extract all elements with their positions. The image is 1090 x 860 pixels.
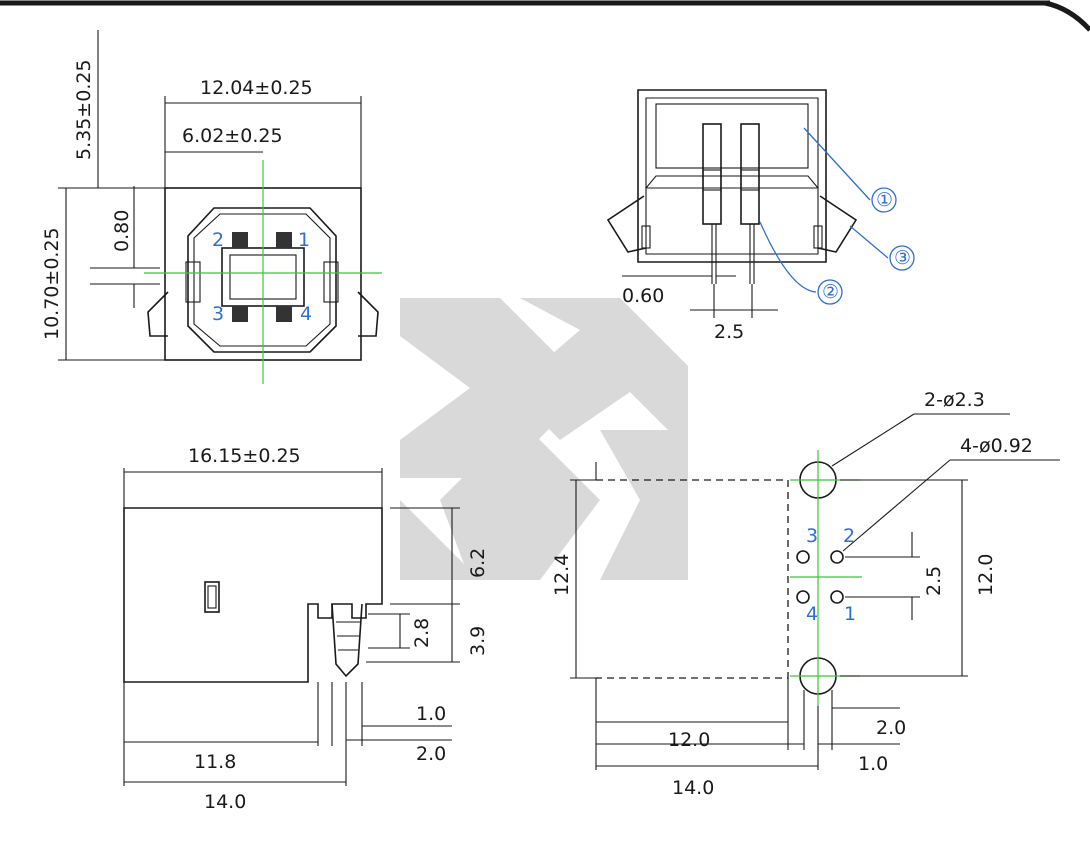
side-body (123, 507, 383, 683)
dim-side-total-depth: 14.0 (204, 791, 246, 813)
top-housing (637, 89, 827, 263)
watermark-logo (400, 298, 688, 580)
front-port-inner (193, 213, 331, 347)
pin-hole-1 (830, 590, 844, 604)
dim-side-peg-height: 2.8 (411, 618, 433, 648)
front-contact-2 (232, 232, 248, 248)
front-latch-left (185, 261, 201, 303)
dim-front-width: 12.04±0.25 (200, 77, 313, 99)
top-window (655, 103, 809, 169)
callout-3: ③ (894, 247, 911, 269)
footprint-pin-label: 4 (806, 603, 818, 625)
dim-side-length: 16.15±0.25 (188, 445, 301, 467)
dim-side-peg-offset-a: 1.0 (416, 703, 446, 725)
front-port-outline (187, 207, 337, 353)
top-pin-right (740, 123, 760, 225)
dim-side-lower-height: 3.9 (467, 626, 489, 656)
front-pin-label: 2 (212, 229, 224, 251)
front-pin-label: 4 (300, 303, 312, 325)
footprint-outline (596, 479, 789, 679)
front-tab-right (357, 291, 379, 337)
dim-footprint-pin-pitch: 2.5 (923, 566, 945, 596)
front-pin-label: 1 (298, 229, 310, 251)
footprint-pin-label: 1 (844, 603, 856, 625)
top-shelf-bevel (645, 175, 819, 189)
footprint-pin-label: 2 (843, 525, 855, 547)
top-pin-left (702, 123, 722, 225)
front-tab-left (147, 291, 169, 337)
header-bar-curve (1044, 0, 1090, 32)
dim-side-upper-height: 6.2 (467, 548, 489, 578)
dim-footprint-offset-b: 1.0 (858, 753, 888, 775)
top-latch-left (606, 195, 647, 253)
dim-top-pin-width: 0.60 (622, 285, 664, 307)
top-housing-inner (645, 97, 819, 255)
dim-footprint-hole-spacing: 12.0 (975, 554, 997, 596)
callout-2: ② (822, 281, 839, 303)
footprint-view: 2-ø2.3 4-ø0.92 12.4 12.0 2.5 3 2 4 1 2.0… (551, 389, 1060, 799)
side-window (204, 581, 220, 613)
callout-1: ① (876, 189, 893, 211)
dim-side-pcb-depth: 11.8 (194, 751, 236, 773)
top-latch-right (817, 195, 858, 253)
dim-footprint-height: 12.4 (551, 554, 573, 596)
front-pin-label: 3 (212, 303, 224, 325)
label-pin-holes: 4-ø0.92 (960, 435, 1033, 457)
pin-hole-4 (796, 590, 810, 604)
front-view: 12.04±0.25 6.02±0.25 10.70±0.25 5.35±0.2… (41, 30, 382, 384)
pin-hole-2 (830, 550, 844, 564)
front-contact-3 (232, 306, 248, 322)
pin-hole-3 (796, 550, 810, 564)
side-peg (331, 603, 363, 678)
dim-footprint-depth-b: 14.0 (672, 777, 714, 799)
front-latch-right (323, 261, 339, 303)
dim-footprint-depth-a: 12.0 (668, 729, 710, 751)
front-contact-1 (276, 232, 292, 248)
dim-front-top-offset: 5.35±0.25 (73, 59, 95, 160)
dim-top-pin-pitch: 2.5 (714, 321, 744, 343)
dim-front-half-width: 6.02±0.25 (182, 125, 283, 147)
label-mount-holes: 2-ø2.3 (924, 389, 985, 411)
top-view: ① ③ ② 0.60 2.5 (606, 89, 915, 343)
side-view: 16.15±0.25 6.2 3.9 2.8 1.0 2.0 11.8 14.0 (123, 445, 489, 813)
dim-side-peg-offset-b: 2.0 (416, 743, 446, 765)
dim-footprint-offset-a: 2.0 (876, 717, 906, 739)
footprint-pin-label: 3 (806, 525, 818, 547)
dim-front-height: 10.70±0.25 (41, 227, 63, 340)
front-contact-4 (276, 306, 292, 322)
dim-front-tab-offset: 0.80 (111, 210, 133, 252)
